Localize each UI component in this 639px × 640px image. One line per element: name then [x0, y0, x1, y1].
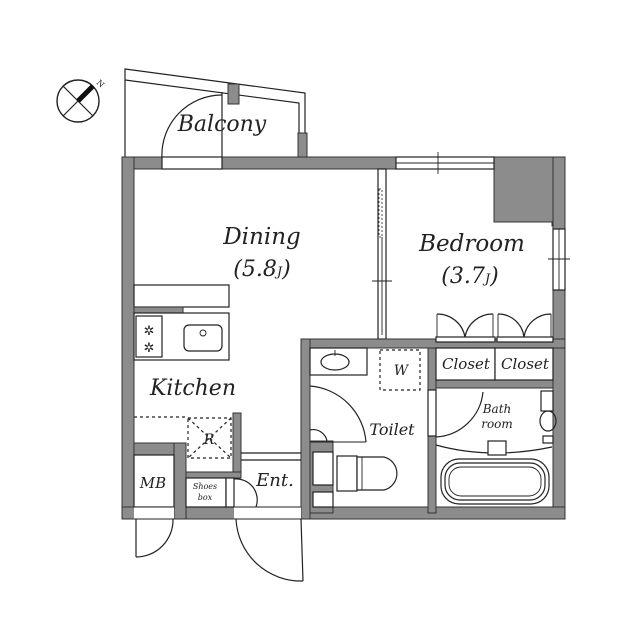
toilet-icon [336, 455, 398, 492]
toilet-label: Toilet [369, 420, 415, 439]
closet-2-label: Closet [501, 355, 550, 373]
shoes-box-label-line1: Shoes [193, 482, 217, 491]
bedroom-size: (3.7J) [441, 264, 498, 289]
balcony-door[interactable] [161, 156, 223, 170]
bathroom-label-line2: room [481, 417, 513, 431]
toilet-fixtures [309, 347, 421, 508]
refrigerator-space [187, 417, 232, 459]
closet-1-label: Closet [442, 355, 491, 373]
dining-bedroom-partition [372, 168, 392, 340]
entrance-lines [241, 452, 301, 461]
svg-text:✲: ✲ [144, 340, 155, 355]
shoes-box-label-line2: box [198, 493, 213, 502]
washer-space [379, 349, 421, 391]
refrigerator-label: R [203, 432, 215, 448]
bathroom-fixtures [427, 389, 557, 505]
bathtub-icon [440, 458, 550, 505]
kitchen-label: Kitchen [149, 376, 236, 401]
meter-box-door[interactable] [134, 506, 174, 558]
entrance-door[interactable] [225, 477, 304, 582]
bedroom-label: Bedroom [418, 231, 525, 257]
dining-label: Dining [222, 224, 301, 250]
bathroom-label-line1: Bath [482, 402, 512, 416]
entrance-label: Ent. [255, 470, 294, 491]
meter-box-label: MB [139, 474, 166, 492]
balcony-label: Balcony [177, 112, 267, 137]
bedroom-window-top[interactable] [395, 152, 495, 174]
svg-text:✲: ✲ [144, 323, 155, 338]
compass-label: N [95, 78, 106, 89]
stove-icon [135, 315, 163, 358]
toilet-door-swing [309, 385, 367, 443]
bedroom-window-right[interactable] [548, 228, 570, 291]
washer-label: W [394, 363, 410, 379]
compass-north-icon: N [56, 78, 106, 123]
closets [435, 313, 554, 381]
kitchen-counter: ✲ ✲ [133, 284, 230, 361]
dining-size: (5.8J) [233, 257, 290, 282]
sink-icon [183, 324, 223, 352]
